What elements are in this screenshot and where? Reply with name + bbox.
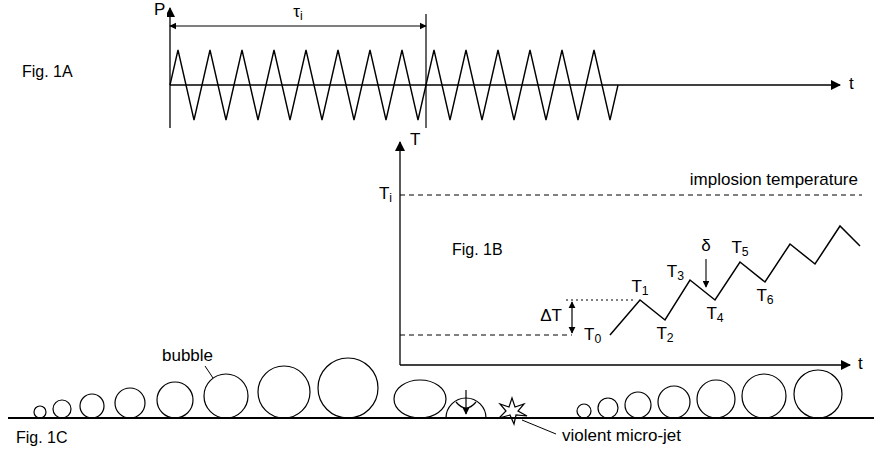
axis-label: t xyxy=(847,74,856,94)
bubble-circle xyxy=(204,374,248,418)
base-level xyxy=(400,335,572,336)
level-label: Ti xyxy=(377,184,394,204)
bubble-circle xyxy=(80,394,104,418)
point-label: T4 xyxy=(704,304,725,324)
axis-label: t xyxy=(856,354,865,374)
interval-label: τi xyxy=(291,2,304,22)
bubbles xyxy=(34,358,842,418)
bubble-circle xyxy=(598,398,618,418)
point-label: T5 xyxy=(729,238,750,258)
callout-label: violent micro-jet xyxy=(560,426,683,446)
bubble-circle xyxy=(625,392,651,418)
bubble-circle xyxy=(577,404,591,418)
t-axis-vertical xyxy=(399,142,400,365)
rise-level xyxy=(566,300,634,301)
figure-label: Fig. 1B xyxy=(450,240,505,260)
callout-label: bubble xyxy=(160,346,215,366)
jet-arrow xyxy=(465,390,466,414)
leader-line xyxy=(205,366,213,378)
pressure-wave xyxy=(170,50,618,120)
bubble-circle xyxy=(658,386,690,418)
delta-arrow xyxy=(571,302,572,333)
time-axis xyxy=(400,364,850,365)
bubble-circle xyxy=(53,400,71,418)
wall xyxy=(8,417,874,419)
bubble-circle xyxy=(258,366,310,418)
axis-label: P xyxy=(152,0,167,20)
bubble-circle xyxy=(742,374,786,418)
point-label: T1 xyxy=(629,277,650,297)
bubble-circle xyxy=(697,380,735,418)
interval-bracket xyxy=(170,25,426,26)
drop-label: δ xyxy=(699,236,712,256)
rise-label: ΔT xyxy=(538,306,564,326)
point-label: T3 xyxy=(665,262,686,282)
bubble-collapsing xyxy=(394,380,446,418)
leader-line xyxy=(705,259,706,287)
interval-marker xyxy=(425,14,426,128)
bubble-circle xyxy=(157,382,193,418)
point-label: T2 xyxy=(654,324,675,344)
bubble-circle xyxy=(115,388,145,418)
level-label: implosion temperature xyxy=(688,170,860,190)
bubble-circle xyxy=(318,358,378,418)
time-axis xyxy=(170,84,840,85)
bubble-circle xyxy=(794,370,842,418)
axis-label: T xyxy=(408,130,422,150)
leader-line xyxy=(522,420,556,434)
temperature-curve xyxy=(610,226,860,335)
bubble-circle xyxy=(34,406,46,418)
figure-label: Fig. 1C xyxy=(14,428,70,448)
point-label: T0 xyxy=(582,325,603,345)
figure-label: Fig. 1A xyxy=(20,62,75,82)
implosion-level xyxy=(400,195,862,196)
point-label: T6 xyxy=(754,286,775,306)
